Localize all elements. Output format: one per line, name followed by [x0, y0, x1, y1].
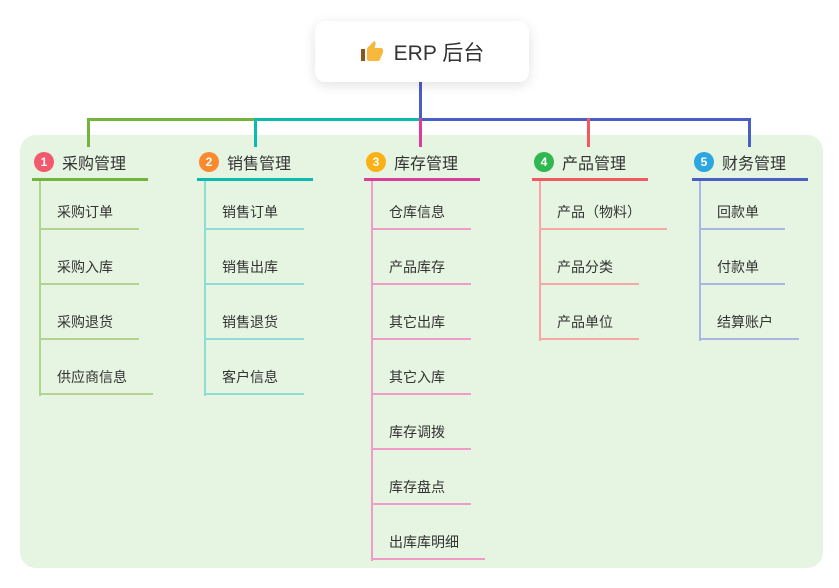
branch-node-2[interactable]: 2 销售管理 — [197, 146, 313, 181]
child-node-3-7[interactable]: 出库库明细 — [371, 532, 485, 560]
branch-label-5: 财务管理 — [722, 156, 787, 173]
child-node-3-3[interactable]: 其它出库 — [371, 312, 471, 340]
hbar-segment-2 — [254, 118, 421, 121]
branch-badge-3: 3 — [366, 152, 386, 172]
branch-badge-4: 4 — [534, 152, 554, 172]
child-node-2-3[interactable]: 销售退货 — [204, 312, 304, 340]
branch-drop-line-5 — [748, 118, 751, 147]
branch-node-3[interactable]: 3 库存管理 — [364, 146, 480, 181]
branch-badge-5: 5 — [694, 152, 714, 172]
child-node-3-6[interactable]: 库存盘点 — [371, 477, 471, 505]
hbar-segment-1 — [87, 118, 256, 121]
child-node-1-3[interactable]: 采购退货 — [39, 312, 139, 340]
child-node-3-1[interactable]: 仓库信息 — [371, 202, 471, 230]
child-node-2-2[interactable]: 销售出库 — [204, 257, 304, 285]
branch-vertical-line-5 — [699, 179, 701, 341]
child-node-4-3[interactable]: 产品单位 — [539, 312, 639, 340]
mindmap-panel — [20, 135, 823, 568]
branch-label-1: 采购管理 — [62, 156, 127, 173]
child-node-3-2[interactable]: 产品库存 — [371, 257, 471, 285]
thumbs-up-icon — [360, 40, 383, 61]
child-node-1-4[interactable]: 供应商信息 — [39, 367, 153, 395]
branch-badge-2: 2 — [199, 152, 219, 172]
branch-vertical-line-1 — [39, 179, 41, 396]
branch-node-1[interactable]: 1 采购管理 — [32, 146, 148, 181]
root-node[interactable]: ERP 后台 — [315, 21, 529, 82]
branch-drop-line-4 — [587, 118, 590, 147]
child-node-2-4[interactable]: 客户信息 — [204, 367, 304, 395]
child-node-1-1[interactable]: 采购订单 — [39, 202, 139, 230]
child-node-5-2[interactable]: 付款单 — [699, 257, 785, 285]
branch-label-2: 销售管理 — [227, 156, 292, 173]
child-node-3-4[interactable]: 其它入库 — [371, 367, 471, 395]
child-node-5-3[interactable]: 结算账户 — [699, 312, 799, 340]
branch-vertical-line-2 — [204, 179, 206, 396]
branch-vertical-line-3 — [371, 179, 373, 561]
child-node-5-1[interactable]: 回款单 — [699, 202, 785, 230]
branch-drop-line-2 — [254, 118, 257, 147]
root-stem-line — [419, 80, 422, 121]
child-node-2-1[interactable]: 销售订单 — [204, 202, 304, 230]
branch-label-3: 库存管理 — [394, 156, 459, 173]
hbar-segment-3 — [419, 118, 751, 121]
branch-label-4: 产品管理 — [562, 156, 627, 173]
root-label: ERP 后台 — [393, 41, 485, 65]
branch-badge-1: 1 — [34, 152, 54, 172]
child-node-3-5[interactable]: 库存调拨 — [371, 422, 471, 450]
branch-node-5[interactable]: 5 财务管理 — [692, 146, 808, 181]
child-node-4-2[interactable]: 产品分类 — [539, 257, 639, 285]
branch-drop-line-1 — [87, 118, 90, 147]
child-node-4-1[interactable]: 产品（物料） — [539, 202, 667, 230]
branch-node-4[interactable]: 4 产品管理 — [532, 146, 648, 181]
child-node-1-2[interactable]: 采购入库 — [39, 257, 139, 285]
branch-drop-line-3 — [419, 118, 422, 147]
branch-vertical-line-4 — [539, 179, 541, 341]
